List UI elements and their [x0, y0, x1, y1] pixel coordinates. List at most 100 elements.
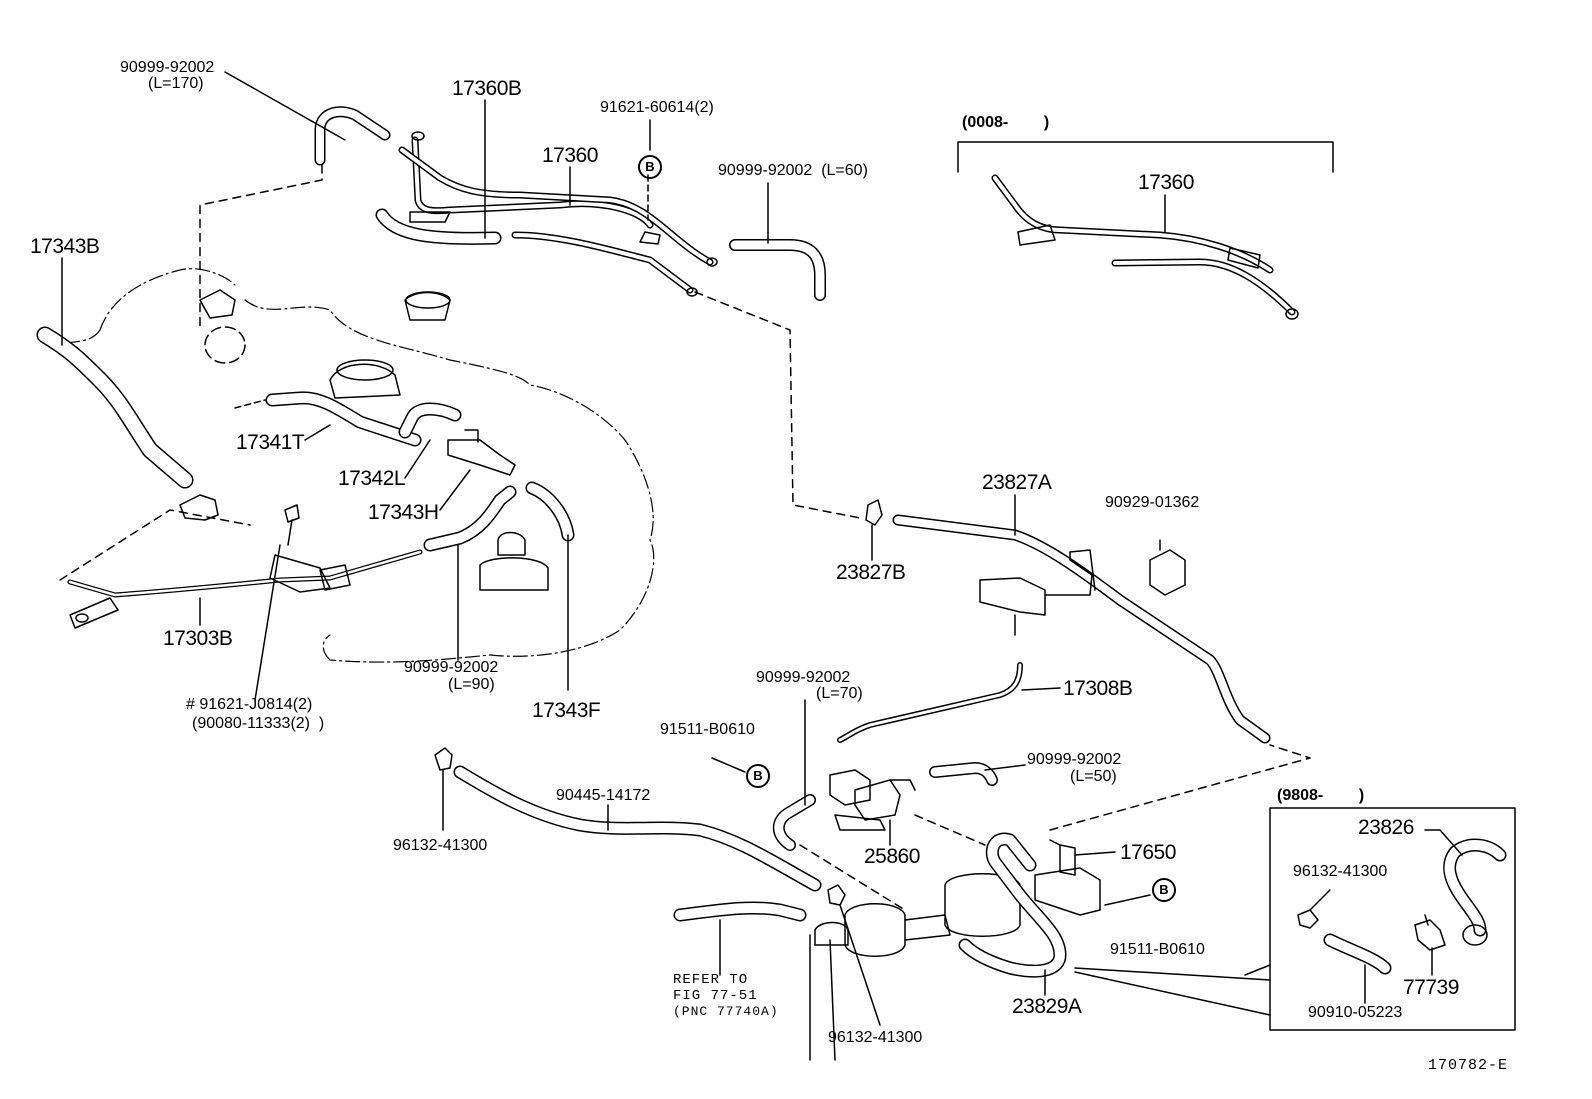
- pipe-17308B: [840, 665, 1020, 740]
- tee-17343H: [448, 430, 515, 475]
- hose-l60: [735, 245, 820, 295]
- fitting-lower-left: [180, 495, 218, 520]
- label-90910: 90910-05223: [1308, 1004, 1403, 1021]
- vsv-25860: [830, 770, 915, 830]
- label-23826: 23826: [1358, 816, 1414, 839]
- leader-17650: [1075, 852, 1115, 855]
- label-hose-l70: 90999-92002: [756, 669, 851, 686]
- pipe-17360-alt: [995, 178, 1298, 319]
- label-hose-l90-length: (L=90): [448, 676, 495, 693]
- pipe-17360: [402, 132, 717, 296]
- label-17650: 17650: [1120, 841, 1176, 864]
- label-17343F: 17343F: [532, 699, 601, 722]
- leader-23826: [1425, 830, 1462, 855]
- hose-90910: [1330, 940, 1385, 968]
- hose-refer: [680, 908, 800, 915]
- fitting-upper: [200, 290, 450, 398]
- dash-hose-l170: [200, 165, 322, 330]
- hose-23826: [1450, 845, 1500, 945]
- label-refer-3: (PNC 77740A): [673, 1004, 779, 1019]
- label-17360B: 17360B: [452, 77, 522, 100]
- label-bolt: # 91621-J0814(2): [186, 696, 313, 713]
- leader-17343H: [440, 470, 470, 510]
- label-91511-b: 91511-B0610: [1110, 941, 1205, 958]
- label-hose-l50: 90999-92002: [1027, 751, 1122, 768]
- cap-90929: [1150, 540, 1185, 595]
- clamp-96132-inset: [1298, 910, 1318, 928]
- label-96132-inset: 96132-41300: [1293, 863, 1388, 880]
- callout-b-top: B: [638, 155, 662, 179]
- label-hose-l170-length: (L=170): [148, 75, 204, 92]
- label-figure-id: 170782-E: [1428, 1057, 1509, 1074]
- label-23827B: 23827B: [836, 561, 906, 584]
- vsv-bracket: [980, 550, 1095, 635]
- leader-17341T: [305, 425, 330, 440]
- hose-l170: [320, 112, 385, 160]
- hose-17343F: [532, 488, 568, 535]
- dash-center-3: [1050, 745, 1310, 830]
- leader-hose-l50: [985, 765, 1025, 770]
- label-96132-bottom: 96132-41300: [828, 1029, 923, 1046]
- label-inset-range: (9808- ): [1277, 787, 1365, 804]
- label-hose-l90: 90999-92002: [404, 659, 499, 676]
- label-23827A: 23827A: [982, 471, 1052, 494]
- dash-17341T: [235, 400, 265, 408]
- label-91511-a: 91511-B0610: [660, 721, 755, 738]
- clamp-96132-left: [435, 748, 452, 770]
- label-25860: 25860: [864, 845, 920, 868]
- leader-96132-inset: [1310, 890, 1330, 910]
- leader-23829A-inset: [1075, 968, 1270, 1015]
- hose-90445: [460, 772, 815, 885]
- label-refer-2: FIG 77-51: [673, 988, 758, 1004]
- leader-17308B: [1022, 688, 1060, 690]
- leader-bolt: [255, 545, 280, 700]
- hose-17342L: [405, 409, 455, 432]
- label-hose-l70-length: (L=70): [816, 685, 863, 702]
- valve-egr: [480, 533, 548, 591]
- label-refer-1: REFER TO: [673, 972, 749, 988]
- dash-17360-to-23827B: [695, 292, 860, 518]
- leader-91511-b: [1105, 895, 1150, 905]
- leader-17342L: [405, 440, 430, 478]
- label-17308B: 17308B: [1063, 677, 1133, 700]
- hose-l70: [779, 800, 810, 845]
- hose-17343B: [45, 335, 185, 480]
- dash-center-2: [915, 815, 985, 845]
- label-23829A: 23829A: [1012, 995, 1082, 1018]
- label-17360-alt: 17360: [1138, 171, 1194, 194]
- clamp-96132-bottom: [828, 885, 845, 905]
- label-hose-l60: 90999-92002 (L=60): [718, 162, 868, 179]
- leader-96132-bottom: [840, 905, 880, 1025]
- pipe-23827A: [898, 520, 1265, 738]
- label-17342L: 17342L: [338, 467, 406, 490]
- bolt-91621: [285, 505, 299, 545]
- label-bolt-alt: (90080-11333(2) ): [192, 715, 325, 732]
- label-17343B: 17343B: [30, 235, 100, 258]
- label-17360: 17360: [542, 144, 598, 167]
- leader-91511-a: [712, 758, 745, 772]
- leader-hose-l170: [225, 72, 345, 140]
- label-hose-l170: 90999-92002: [120, 59, 215, 76]
- hose-17360B: [382, 215, 495, 238]
- valve-77739: [1415, 915, 1445, 950]
- hose-l50: [935, 768, 992, 780]
- label-90445: 90445-14172: [556, 787, 651, 804]
- label-90929: 90929-01362: [1105, 494, 1200, 511]
- label-17303B: 17303B: [163, 627, 233, 650]
- hose-17341T: [272, 398, 415, 440]
- callout-b-right: B: [1152, 878, 1176, 902]
- label-alt-range: (0008- ): [962, 114, 1050, 131]
- vsv-17650: [1035, 840, 1100, 915]
- label-17343H: 17343H: [368, 501, 439, 524]
- label-17341T: 17341T: [236, 431, 305, 454]
- alt-bracket: [958, 142, 1333, 172]
- label-hose-l50-length: (L=50): [1070, 768, 1117, 785]
- dash-17303B: [60, 510, 250, 580]
- label-clip-b-top: 91621-60614(2): [600, 99, 714, 116]
- inset-box: [1270, 808, 1515, 1030]
- label-96132-left: 96132-41300: [393, 837, 488, 854]
- hose-l90: [430, 492, 510, 545]
- pipe-17303B: [70, 552, 420, 628]
- label-77739: 77739: [1403, 976, 1459, 999]
